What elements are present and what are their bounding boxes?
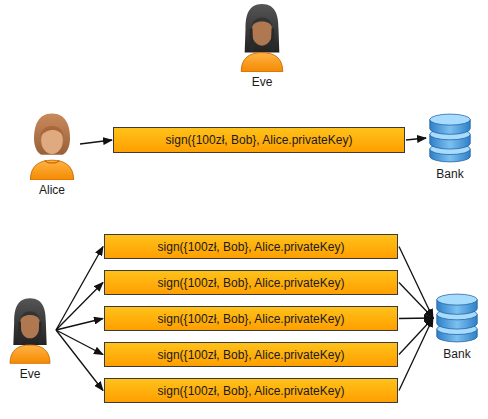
arrow-connector [56, 247, 103, 331]
message-text: sign({100zł, Bob}, Alice.privateKey) [150, 240, 353, 254]
arrow-connector [399, 318, 433, 391]
actor-name: Bank [430, 347, 484, 361]
message-box: sign({100zł, Bob}, Alice.privateKey) [113, 127, 405, 153]
actor-name: Alice [22, 183, 82, 197]
arrow-connector [406, 138, 426, 140]
message-text: sign({100zł, Bob}, Alice.privateKey) [150, 384, 353, 398]
arrow-connector [399, 317, 433, 319]
arrow-connector [56, 330, 103, 355]
arrow-connector [399, 247, 433, 319]
actor-figure: Eve [232, 2, 292, 89]
message-text: sign({100zł, Bob}, Alice.privateKey) [158, 133, 361, 147]
actor-name: Eve [232, 75, 292, 89]
arrow-connector [56, 330, 103, 391]
actor-figure: Eve [2, 296, 58, 381]
message-box: sign({100zł, Bob}, Alice.privateKey) [104, 270, 398, 295]
arrow-connector [399, 318, 433, 355]
message-text: sign({100zł, Bob}, Alice.privateKey) [150, 312, 353, 326]
arrow-connector [399, 283, 433, 319]
person-icon [236, 2, 288, 72]
actor-figure: Bank [430, 292, 484, 361]
message-box: sign({100zł, Bob}, Alice.privateKey) [104, 234, 398, 259]
message-text: sign({100zł, Bob}, Alice.privateKey) [150, 348, 353, 362]
message-text: sign({100zł, Bob}, Alice.privateKey) [150, 276, 353, 290]
actor-figure: Bank [422, 112, 478, 181]
actor-name: Bank [422, 167, 478, 181]
arrow-connector [56, 319, 103, 331]
database-icon [434, 292, 480, 344]
person-icon [25, 108, 79, 180]
person-icon [5, 296, 55, 364]
database-icon [427, 112, 473, 164]
actor-name: Eve [2, 367, 58, 381]
message-box: sign({100zł, Bob}, Alice.privateKey) [104, 306, 398, 331]
message-box: sign({100zł, Bob}, Alice.privateKey) [104, 378, 398, 403]
arrow-connector [80, 140, 112, 144]
message-box: sign({100zł, Bob}, Alice.privateKey) [104, 342, 398, 367]
actor-figure: Alice [22, 108, 82, 197]
arrow-connector [56, 283, 103, 331]
